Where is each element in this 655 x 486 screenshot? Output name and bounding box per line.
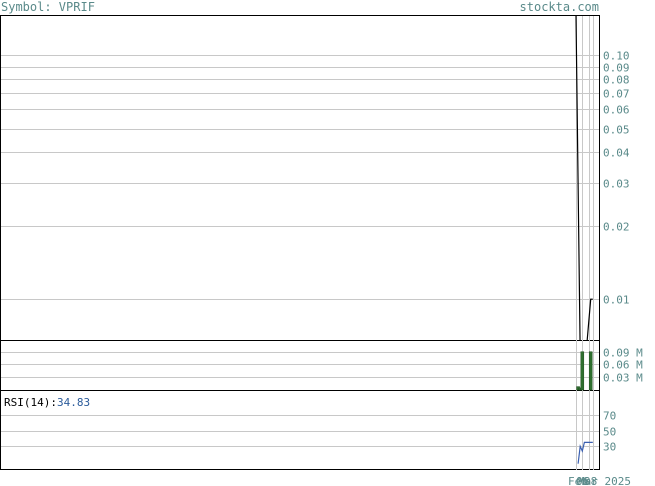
price-tick-label: 0.04 (603, 147, 630, 160)
volume-tick-label: 0.09 M (603, 347, 643, 360)
symbol-label: Symbol: VPRIF (1, 0, 95, 14)
rsi-tick-label: 70 (603, 410, 616, 423)
chart-marks (575, 15, 593, 464)
price-series-line (575, 15, 593, 340)
x-label-feb: Feb (568, 475, 588, 486)
rsi-legend: RSI(14):34.83 (4, 396, 90, 409)
site-label[interactable]: stockta.com (520, 0, 599, 14)
price-tick-label: 0.01 (603, 294, 630, 307)
rsi-label: RSI(14): (4, 396, 57, 409)
x-label-mar-2025: Mar 2025 (578, 475, 631, 486)
price-panel-frame (0, 15, 600, 341)
rsi-panel-frame (0, 390, 600, 470)
x-axis-labels: Feb Mar 2025 06 08 (568, 475, 631, 486)
y-axis-ticks: 0.100.090.080.07 0.06 0.05 0.04 0.03 0.02 0.01… (603, 50, 643, 454)
price-tick-label: 0.07 (603, 88, 630, 101)
price-tick-label: 0.06 (603, 104, 630, 117)
volume-panel-frame (0, 340, 600, 391)
volume-bar (588, 351, 593, 391)
price-tick-label: 0.08 (603, 74, 630, 87)
rsi-tick-label: 30 (603, 441, 616, 454)
price-tick-label: 0.05 (603, 124, 630, 137)
x-label-06: 06 (576, 475, 589, 486)
rsi-current-value: 34.83 (57, 396, 90, 409)
price-tick-label: 0.09 (603, 62, 630, 75)
rsi-tick-label: 50 (603, 426, 616, 439)
price-tick-label: 0.10 (603, 50, 630, 63)
volume-tick-label: 0.03 M (603, 372, 643, 385)
price-tick-label: 0.03 (603, 178, 630, 191)
price-tick-label: 0.02 (603, 221, 630, 234)
rsi-series-line (577, 441, 593, 464)
volume-bar (580, 351, 585, 391)
volume-tick-label: 0.06 M (603, 359, 643, 372)
x-label-08: 08 (584, 475, 597, 486)
grid-lines (1, 16, 599, 470)
